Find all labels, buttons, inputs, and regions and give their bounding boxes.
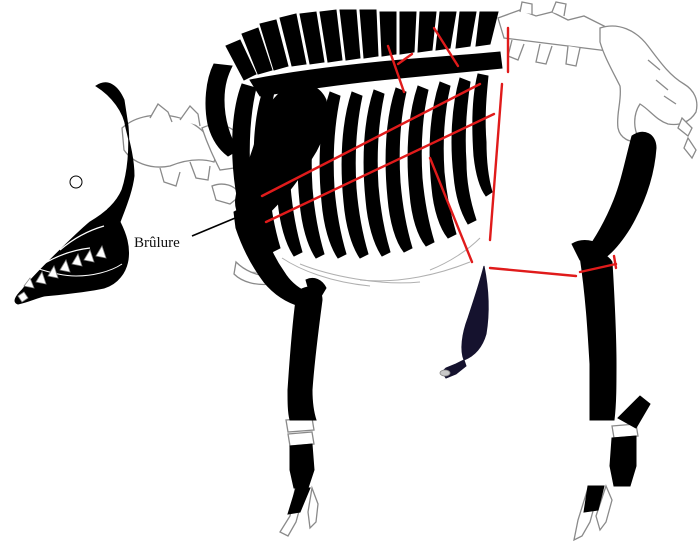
hind-calcaneus (618, 396, 650, 428)
tibia (572, 241, 616, 420)
brulure-pointer-line (192, 216, 240, 236)
cut-mark-flank-vertical (490, 84, 502, 240)
carpal-bones (286, 418, 638, 446)
brulure-label: Brûlure (134, 235, 180, 252)
eye-socket (70, 176, 82, 188)
knife-blade-icon (440, 266, 488, 378)
cut-mark-blade-to-knee (490, 268, 576, 276)
tail-vertebrae (678, 118, 696, 158)
skull (15, 83, 134, 304)
marked-bones (15, 10, 656, 514)
cut-mark-knee-tick (614, 256, 616, 268)
